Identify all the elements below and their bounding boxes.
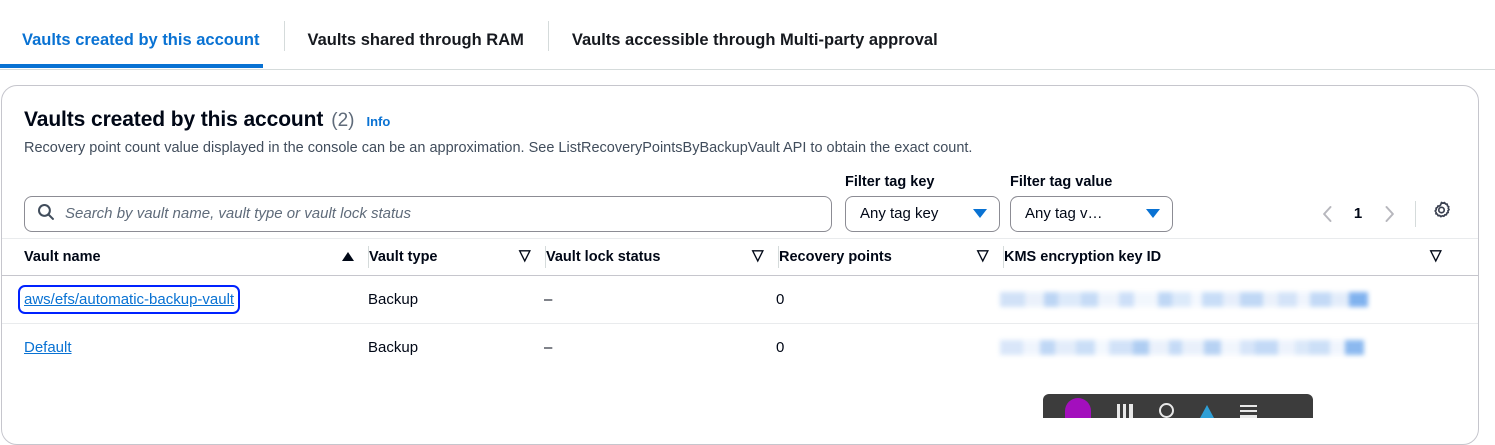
search-circle-icon[interactable] xyxy=(1159,403,1174,418)
taskbar-icons xyxy=(1043,394,1313,418)
column-label: Vault lock status xyxy=(546,248,661,265)
redacted-kms-key xyxy=(1000,340,1364,356)
search-container xyxy=(24,195,832,232)
cell-kms-encryption-key-id xyxy=(1000,324,1456,372)
tab-vaults-shared-through-ram[interactable]: Vaults shared through RAM xyxy=(307,30,548,69)
column-label: Vault type xyxy=(369,248,438,265)
table-header-row: Vault name Vault type Vault lock status … xyxy=(2,237,1478,276)
cell-vault-lock-status: – xyxy=(544,339,553,357)
filter-tag-value-value: Any tag v… xyxy=(1025,205,1103,223)
vault-name-link[interactable]: Default xyxy=(24,339,72,357)
chevron-down-icon xyxy=(1146,209,1160,219)
filter-tag-value-label: Filter tag value xyxy=(1010,173,1113,190)
tab-list: Vaults created by this account Vaults sh… xyxy=(0,0,1495,68)
filter-tag-key-select[interactable]: Any tag key xyxy=(845,195,1000,232)
sort-ascending-icon xyxy=(342,252,354,262)
column-header-vault-lock-status[interactable]: Vault lock status xyxy=(546,239,778,275)
filter-bar: Filter tag key Any tag key Filter tag va… xyxy=(2,174,1478,238)
filter-tag-key-label: Filter tag key xyxy=(845,173,935,190)
gear-icon xyxy=(1431,201,1452,227)
column-header-vault-type[interactable]: Vault type xyxy=(369,239,545,275)
app-purple-icon[interactable] xyxy=(1065,398,1091,418)
cloud-blue-icon[interactable] xyxy=(1200,405,1214,418)
panel-description: Recovery point count value displayed in … xyxy=(24,140,973,156)
filter-tag-value-group: Filter tag value Any tag v… xyxy=(1010,174,1173,232)
cell-kms-encryption-key-id xyxy=(1000,276,1456,323)
filter-tag-key-value: Any tag key xyxy=(860,205,939,223)
tab-vaults-created-by-this-account[interactable]: Vaults created by this account xyxy=(0,30,284,69)
previous-page-button[interactable] xyxy=(1311,198,1343,230)
tab-label: Vaults accessible through Multi-party ap… xyxy=(571,30,938,49)
cell-vault-lock-status: – xyxy=(544,290,553,308)
vaults-table: Vault name Vault type Vault lock status … xyxy=(2,237,1478,372)
sort-icon xyxy=(752,248,764,263)
table-row: Default Backup – 0 xyxy=(2,324,1478,372)
column-header-vault-name[interactable]: Vault name xyxy=(24,239,368,275)
sort-icon xyxy=(519,248,531,263)
column-divider xyxy=(1003,245,1004,268)
tab-strip: Vaults created by this account Vaults sh… xyxy=(0,0,1495,70)
tab-vaults-accessible-through-multi-party-approval[interactable]: Vaults accessible through Multi-party ap… xyxy=(571,30,962,69)
cell-vault-name: aws/efs/automatic-backup-vault xyxy=(17,276,368,323)
search-input[interactable] xyxy=(63,196,819,231)
cell-vault-name: Default xyxy=(24,324,368,372)
sort-icon xyxy=(1430,248,1442,263)
column-label: KMS encryption key ID xyxy=(1004,248,1162,265)
column-divider xyxy=(778,245,779,268)
list-icon[interactable] xyxy=(1240,405,1257,418)
next-page-button[interactable] xyxy=(1373,198,1405,230)
filter-tag-value-select[interactable]: Any tag v… xyxy=(1010,195,1173,232)
tab-label: Vaults shared through RAM xyxy=(307,30,524,49)
vault-name-link[interactable]: aws/efs/automatic-backup-vault xyxy=(17,284,241,314)
tab-divider xyxy=(547,21,549,51)
column-header-recovery-points[interactable]: Recovery points xyxy=(779,239,1003,275)
column-divider xyxy=(545,245,546,268)
cell-vault-type: Backup xyxy=(368,339,419,357)
pagination-divider xyxy=(1415,200,1416,227)
vault-count: (2) xyxy=(331,110,355,131)
redacted-kms-key xyxy=(1000,291,1368,307)
sound-wave-icon[interactable] xyxy=(1117,404,1133,418)
sort-icon xyxy=(977,248,989,263)
panel-header: Vaults created by this account (2) Info … xyxy=(2,86,1478,158)
column-label: Vault name xyxy=(24,248,101,265)
column-header-kms-encryption-key-id[interactable]: KMS encryption key ID xyxy=(1004,239,1456,275)
page-title: Vaults created by this account xyxy=(24,108,324,131)
info-link[interactable]: Info xyxy=(366,114,391,129)
column-label: Recovery points xyxy=(779,248,892,265)
cell-recovery-points: 0 xyxy=(776,339,785,357)
preferences-button[interactable] xyxy=(1426,199,1456,229)
page-number-1[interactable]: 1 xyxy=(1353,205,1363,223)
table-row: aws/efs/automatic-backup-vault Backup – … xyxy=(2,276,1478,324)
vaults-panel: Vaults created by this account (2) Info … xyxy=(1,85,1479,445)
taskbar-overlay xyxy=(1043,394,1313,418)
tab-divider xyxy=(283,21,285,51)
pagination: 1 xyxy=(1311,196,1456,232)
search-box[interactable] xyxy=(24,195,832,232)
panel-title-row: Vaults created by this account (2) Info xyxy=(24,108,1456,132)
cell-recovery-points: 0 xyxy=(776,290,785,308)
filter-tag-key-group: Filter tag key Any tag key xyxy=(845,174,1000,232)
cell-vault-type: Backup xyxy=(368,290,419,308)
tab-label: Vaults created by this account xyxy=(22,30,260,49)
search-icon xyxy=(37,203,54,225)
chevron-down-icon xyxy=(973,209,987,219)
column-divider xyxy=(368,245,369,268)
